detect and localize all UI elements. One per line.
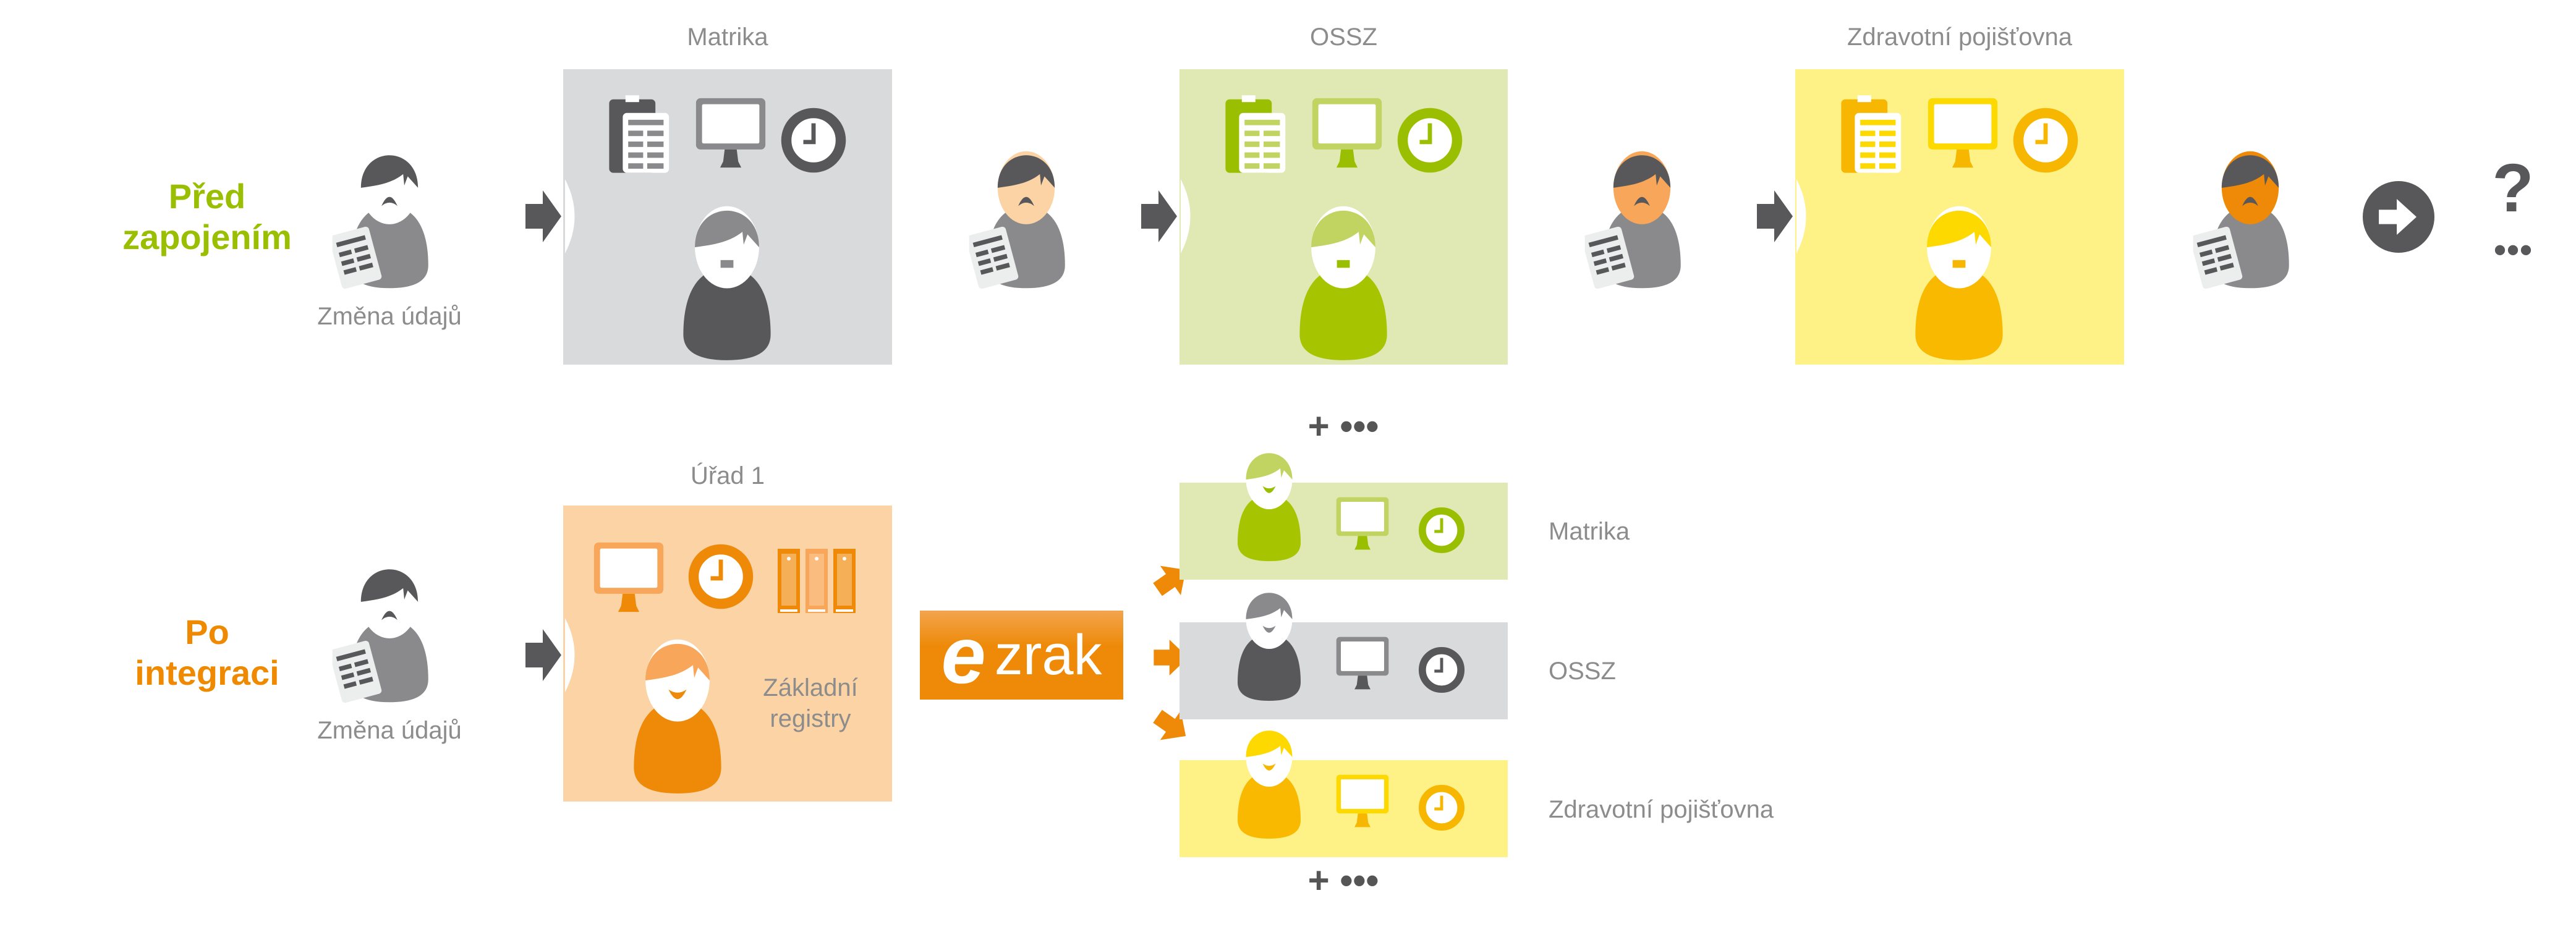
next-arrow-circle-icon bbox=[2363, 181, 2434, 253]
office-box-matrika bbox=[563, 69, 892, 365]
ezrak-logo-e: e bbox=[941, 610, 986, 700]
target-box-zdravotni bbox=[1180, 760, 1508, 857]
clipboard-icon bbox=[1223, 94, 1291, 176]
clerk-icon bbox=[1223, 582, 1316, 703]
office-box-urad: Základní registry bbox=[563, 506, 892, 802]
target-box-matrika bbox=[1180, 483, 1508, 580]
clerk-icon bbox=[1223, 720, 1316, 840]
target-label-ossz: OSSZ bbox=[1549, 658, 1616, 685]
target-label-zdravotni: Zdravotní pojišťovna bbox=[1549, 796, 1774, 823]
office-label-ossz: OSSZ bbox=[1310, 23, 1377, 51]
office-label-matrika: Matrika bbox=[687, 23, 768, 51]
clock-icon bbox=[687, 543, 755, 611]
ellipsis: ••• bbox=[2493, 229, 2533, 271]
citizen-label: Změna údajů bbox=[317, 303, 462, 330]
row-title-line1: Před bbox=[168, 177, 246, 216]
more-offices-label: + ••• bbox=[1307, 860, 1379, 901]
clock-icon bbox=[1418, 784, 1466, 832]
clipboard-icon bbox=[606, 94, 674, 176]
monitor-icon bbox=[1925, 95, 2000, 171]
monitor-icon bbox=[1334, 772, 1391, 829]
clock-icon bbox=[1396, 106, 1464, 174]
monitor-icon bbox=[693, 95, 768, 171]
office-label-urad: Úřad 1 bbox=[690, 462, 765, 489]
citizen-icon bbox=[1574, 142, 1710, 290]
question-mark: ? bbox=[2492, 150, 2534, 226]
row-title-after: Po integraci bbox=[111, 612, 303, 693]
registry-line2: registry bbox=[770, 705, 851, 732]
monitor-icon bbox=[1334, 635, 1391, 692]
server-icon bbox=[804, 548, 829, 616]
clerk-icon bbox=[613, 629, 742, 796]
more-offices-label: + ••• bbox=[1307, 405, 1379, 447]
target-box-ossz bbox=[1180, 622, 1508, 719]
citizen-icon bbox=[958, 142, 1094, 290]
clerk-icon bbox=[662, 196, 792, 363]
row-title-line2: zapojením bbox=[122, 218, 292, 256]
monitor-icon bbox=[1334, 495, 1391, 552]
citizen-icon bbox=[321, 142, 457, 290]
arrow-right-icon bbox=[1757, 179, 1813, 253]
server-icon bbox=[832, 548, 857, 616]
arrow-right-icon bbox=[525, 179, 581, 253]
row-title-line2: integraci bbox=[135, 653, 279, 692]
target-label-matrika: Matrika bbox=[1549, 518, 1630, 545]
ezrak-logo: e zrak bbox=[920, 611, 1123, 700]
clock-icon bbox=[1418, 646, 1466, 694]
row-title-line1: Po bbox=[185, 612, 229, 651]
clock-icon bbox=[1418, 506, 1466, 554]
ezrak-logo-text: zrak bbox=[994, 624, 1102, 687]
row-title-before: Před zapojením bbox=[111, 176, 303, 258]
registry-line1: Základní bbox=[763, 674, 858, 701]
clerk-icon bbox=[1278, 196, 1408, 363]
monitor-icon bbox=[591, 540, 666, 615]
clerk-icon bbox=[1894, 196, 2024, 363]
arrow-right-icon bbox=[1141, 179, 1197, 253]
monitor-icon bbox=[1309, 95, 1385, 171]
office-label-zdravotni: Zdravotní pojišťovna bbox=[1847, 23, 2073, 51]
citizen-label: Změna údajů bbox=[317, 717, 462, 744]
base-registries-label: Základní registry bbox=[742, 672, 878, 734]
citizen-icon bbox=[321, 556, 457, 705]
office-box-zdravotni bbox=[1795, 69, 2124, 365]
clock-icon bbox=[2012, 106, 2080, 174]
server-icon bbox=[776, 548, 801, 616]
clock-icon bbox=[780, 106, 848, 174]
clerk-icon bbox=[1223, 442, 1316, 563]
office-box-ossz bbox=[1180, 69, 1508, 365]
arrow-right-icon bbox=[525, 618, 581, 692]
citizen-icon bbox=[2182, 142, 2318, 290]
clipboard-icon bbox=[1838, 94, 1906, 176]
